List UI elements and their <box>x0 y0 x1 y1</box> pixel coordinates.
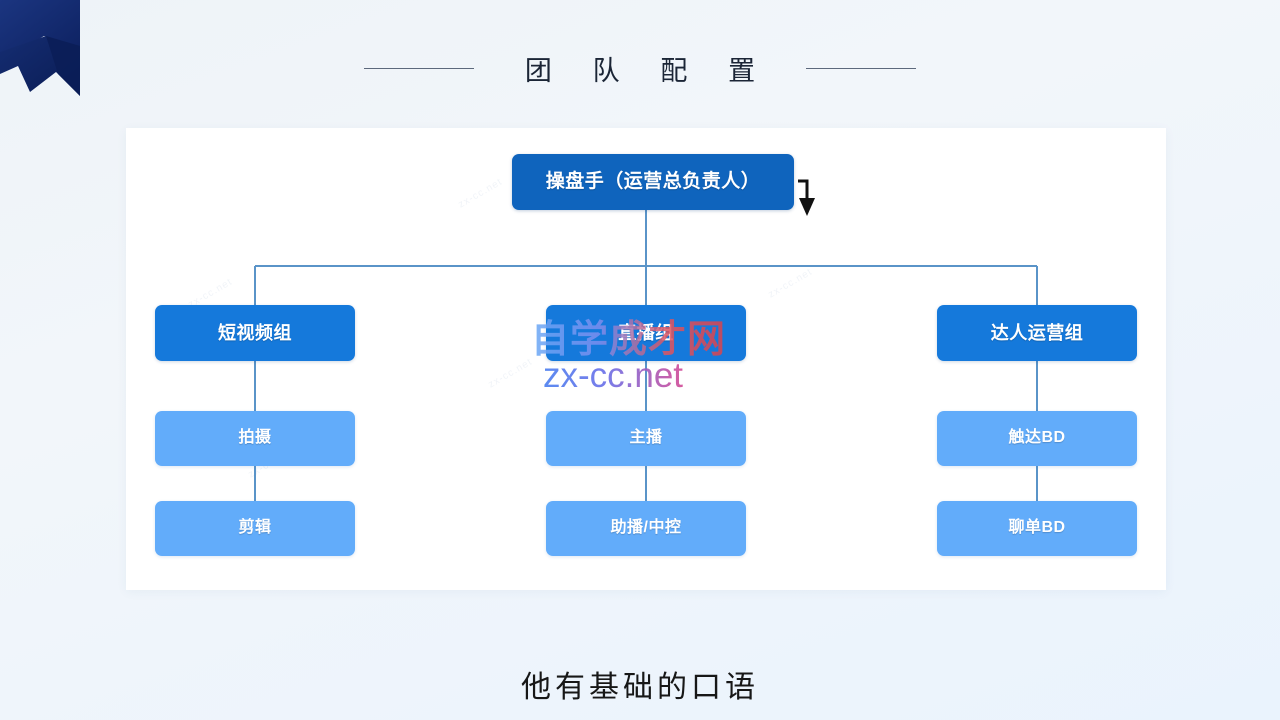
org-node-leaf-editing[interactable]: 剪辑 <box>155 501 355 556</box>
org-chart: 操盘手（运营总负责人） 短视频组 拍摄 剪辑 直播组 主播 助播/中控 达人运营… <box>126 128 1166 590</box>
org-node-group-livestream[interactable]: 直播组 <box>546 305 746 361</box>
org-node-root[interactable]: 操盘手（运营总负责人） <box>512 154 794 210</box>
org-node-leaf-anchor[interactable]: 主播 <box>546 411 746 466</box>
org-chart-connectors <box>254 179 1038 501</box>
org-node-group-influencer-ops[interactable]: 达人运营组 <box>937 305 1137 361</box>
org-node-leaf-assistant-control[interactable]: 助播/中控 <box>546 501 746 556</box>
org-node-leaf-chat-bd[interactable]: 聊单BD <box>937 501 1137 556</box>
page-title: 团 队 配 置 <box>524 55 773 86</box>
title-rule-right <box>806 67 917 69</box>
org-node-leaf-shooting[interactable]: 拍摄 <box>155 411 355 466</box>
org-node-leaf-outreach-bd[interactable]: 触达BD <box>937 411 1137 466</box>
title-rule-left <box>363 67 474 69</box>
page-header: 团 队 配 置 <box>0 40 1280 96</box>
org-node-group-short-video[interactable]: 短视频组 <box>155 305 355 361</box>
bottom-caption: 他有基础的口语 <box>521 671 759 704</box>
